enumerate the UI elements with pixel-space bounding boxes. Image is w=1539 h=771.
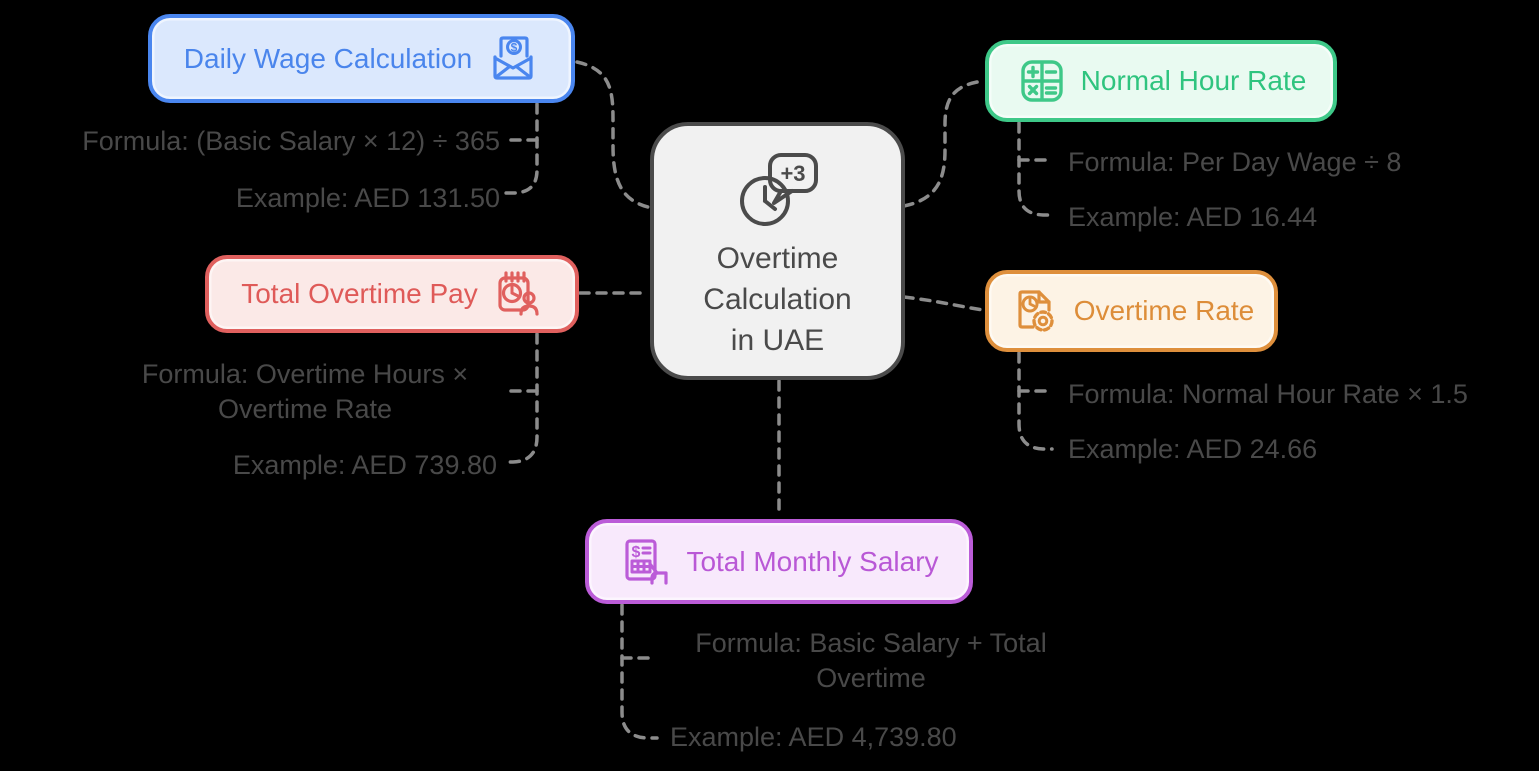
normal-hour-rate-example: Example: AED 16.44 (1068, 202, 1318, 232)
clock-plus-3-icon: +3 (739, 153, 818, 226)
central-node-label: Overtime Calculation in UAE (703, 238, 851, 361)
overtime-rate-example: Example: AED 24.66 (1068, 434, 1318, 464)
node-label: Daily Wage Calculation (183, 42, 473, 74)
node-label: Total Monthly Salary (686, 545, 939, 577)
node-label: Overtime Rate (1073, 295, 1255, 326)
connector-center-to-normal-rate (902, 79, 985, 208)
total-monthly-salary-formula: Formula: Basic Salary + Total Overtime (695, 628, 1047, 693)
total-overtime-pay-formula: Formula: Overtime Hours × Overtime Rate (141, 359, 469, 424)
central-label-line3: in UAE (730, 324, 825, 357)
overtime-rate-formula: Formula: Normal Hour Rate × 1.5 (1068, 379, 1468, 409)
invoice-hand-icon: $ (625, 538, 669, 585)
calculator-icon (1020, 60, 1063, 102)
node-label: Total Overtime Pay (241, 278, 478, 309)
daily-wage-formula: Formula: (Basic Salary × 12) ÷ 365 (82, 126, 500, 156)
central-label-line2: Calculation (703, 283, 852, 316)
central-label-line1: Overtime (716, 242, 839, 275)
node-daily-wage-calculation: Daily Wage Calculation $ (148, 14, 575, 103)
plus-3-badge: +3 (780, 161, 805, 186)
connector-daily-wage-to-center (575, 60, 650, 209)
total-overtime-pay-example: Example: AED 739.80 (232, 450, 497, 480)
connector-daily-wage-to-example (502, 102, 539, 195)
central-node: +3 Overtime Calculation in UAE (650, 122, 905, 380)
dollar-glyph: $ (632, 544, 641, 561)
connector-center-to-overtime-rate (902, 295, 985, 312)
dollar-glyph: $ (511, 40, 518, 54)
node-total-overtime-pay: Total Overtime Pay (205, 255, 579, 333)
node-total-monthly-salary: $ Total Monthly Salary (585, 519, 973, 604)
connector-normal-rate-to-example (1017, 121, 1054, 217)
daily-wage-example: Example: AED 131.50 (235, 183, 500, 213)
connector-overtime-pay-to-example (501, 332, 539, 464)
file-clock-gear-icon (1018, 290, 1054, 332)
normal-hour-rate-formula: Formula: Per Day Wage ÷ 8 (1068, 147, 1402, 177)
node-normal-hour-rate: Normal Hour Rate (985, 40, 1337, 122)
node-label: Normal Hour Rate (1080, 65, 1307, 96)
node-overtime-rate: Overtime Rate (985, 270, 1278, 352)
connector-monthly-salary-to-example (620, 603, 659, 740)
envelope-dollar-icon: $ (493, 35, 533, 80)
schedule-person-icon (498, 271, 539, 316)
connector-overtime-rate-to-example (1017, 351, 1054, 451)
total-monthly-salary-example: Example: AED 4,739.80 (670, 722, 957, 752)
